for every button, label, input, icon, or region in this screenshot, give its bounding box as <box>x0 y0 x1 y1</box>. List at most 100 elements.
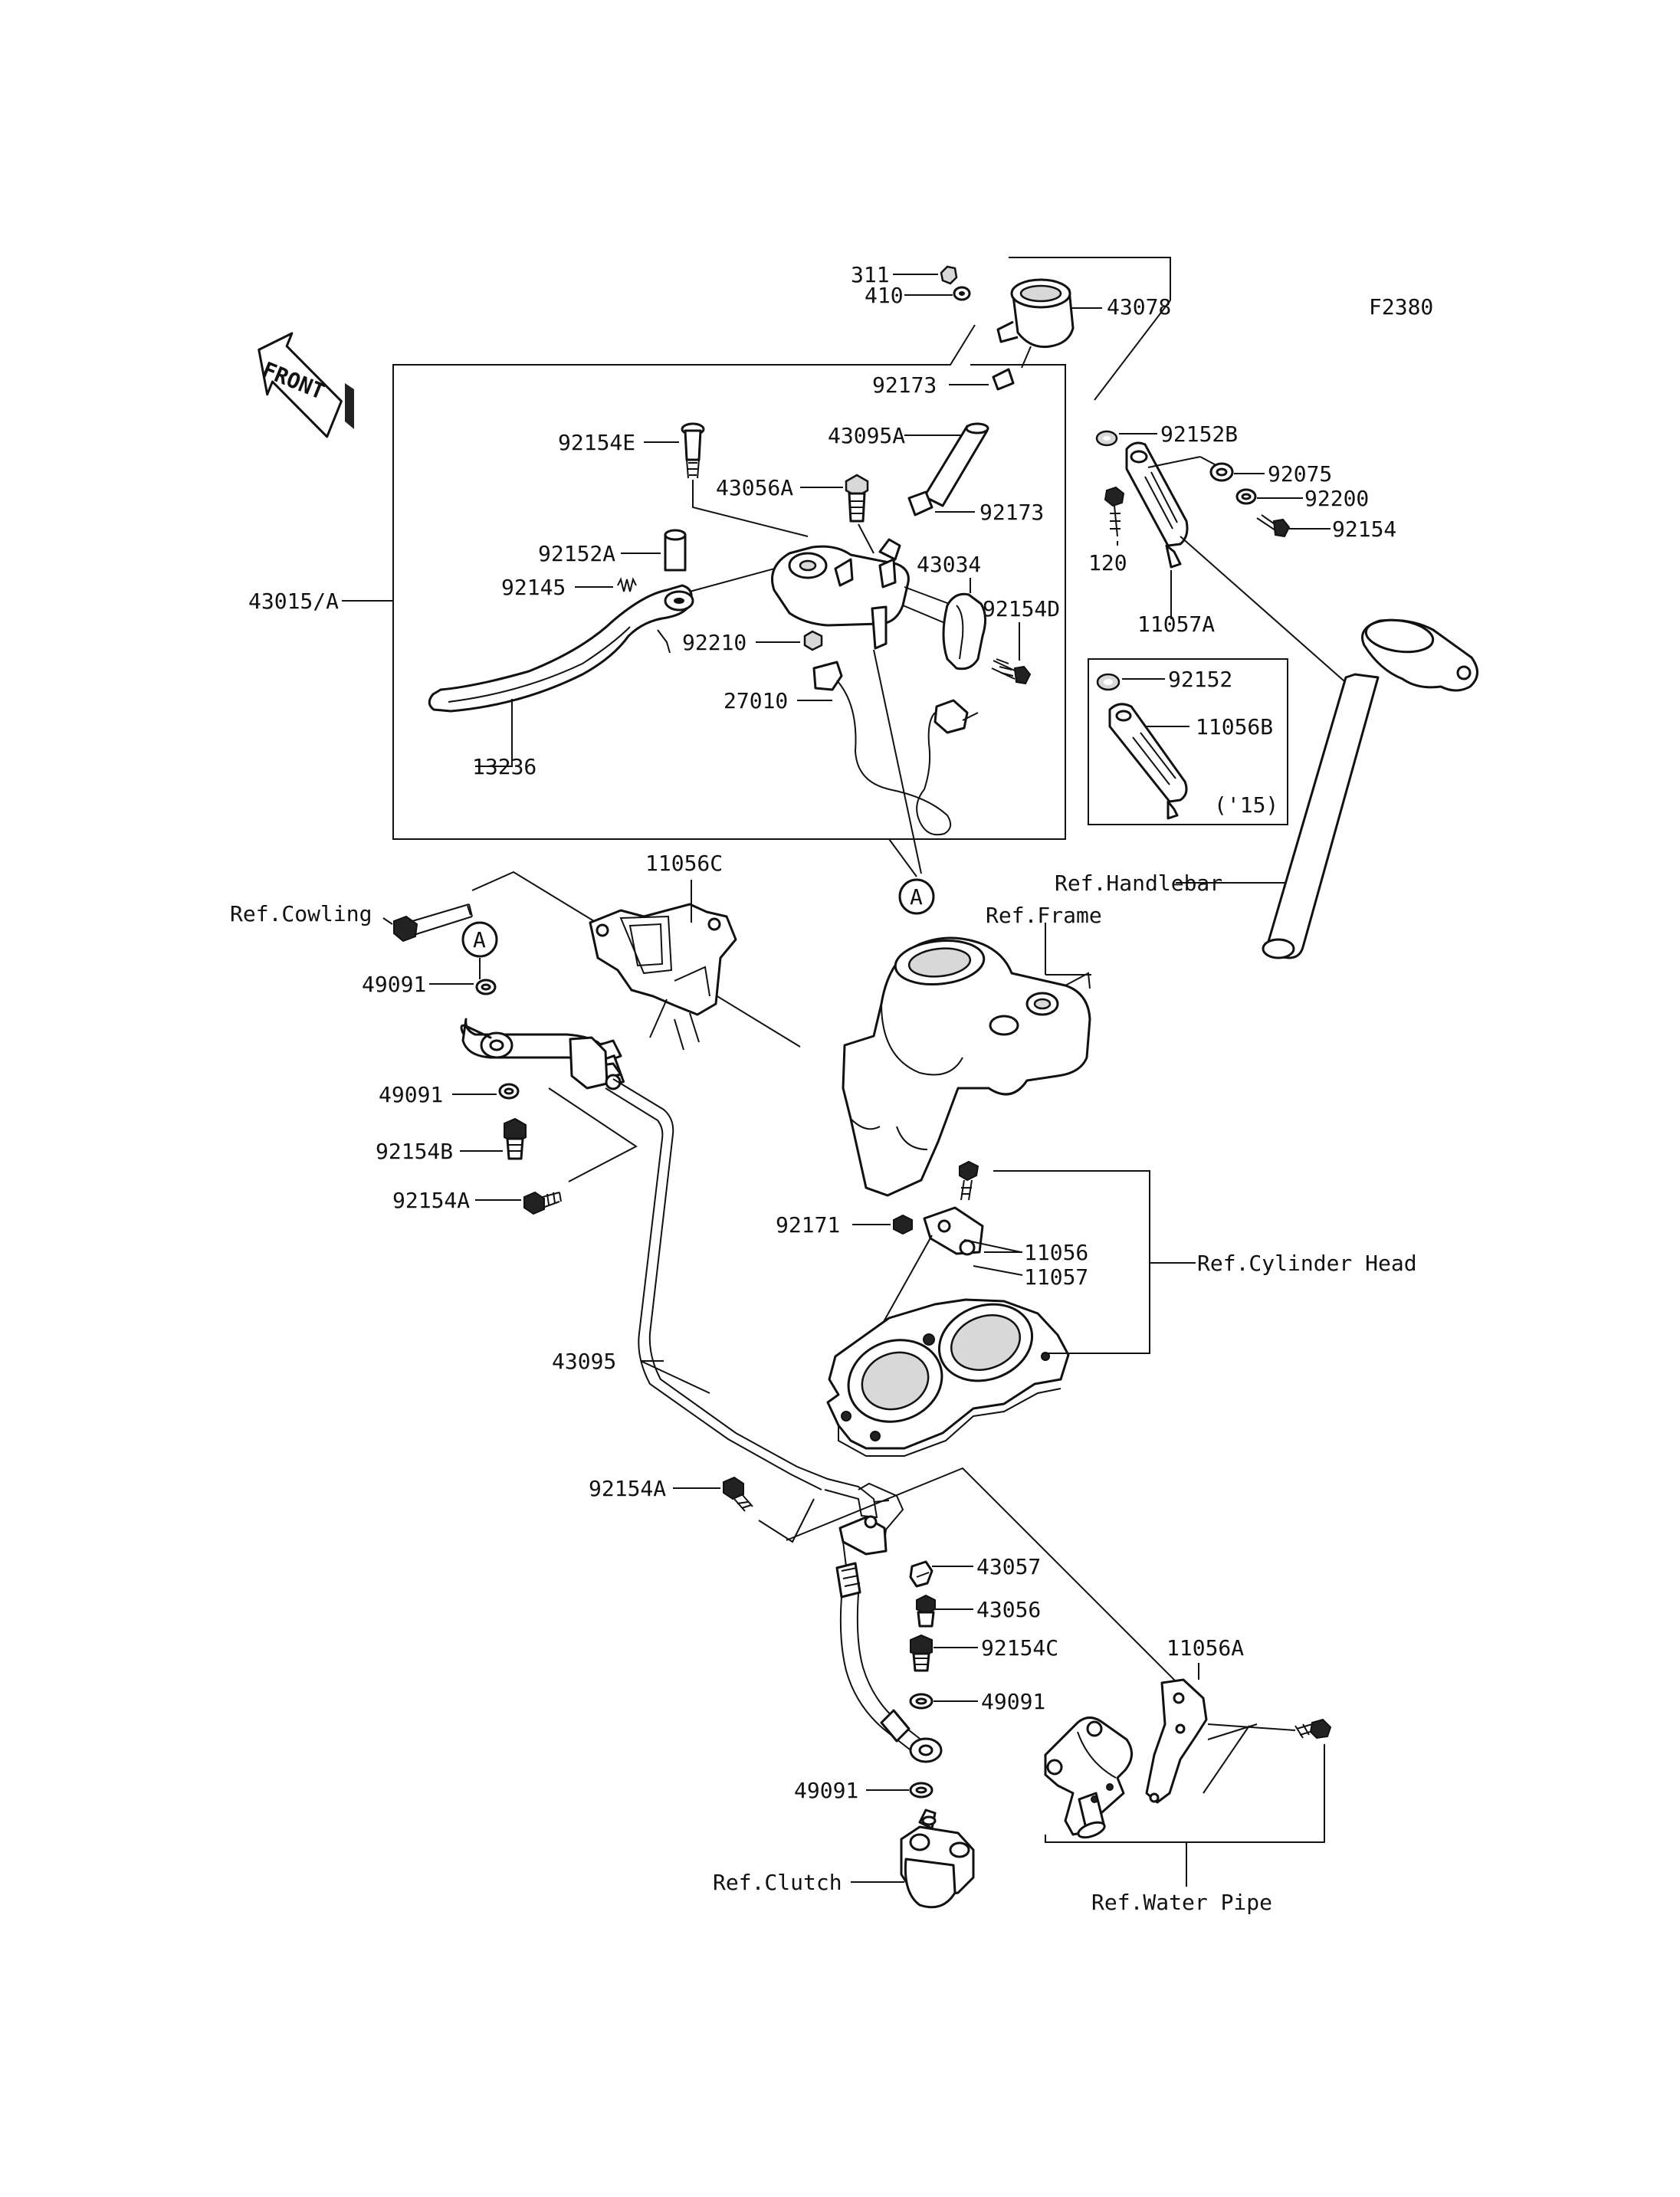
part-label-43078: 43078 <box>1107 294 1171 320</box>
callout-a-upper-label: A <box>910 884 923 910</box>
callout-a-upper: A <box>898 878 935 915</box>
part-label-11057A: 11057A <box>1137 612 1215 637</box>
banjo-bolt-43056A <box>845 474 869 523</box>
part-label-120: 120 <box>1088 550 1127 575</box>
part-label-11056: 11056 <box>1024 1240 1088 1265</box>
part-label-49091-c: 49091 <box>981 1689 1045 1714</box>
part-label-43057: 43057 <box>976 1554 1041 1579</box>
hose-joint-block <box>569 1036 622 1090</box>
bracket-11056B <box>1108 703 1188 820</box>
ref-cylinder-head: Ref.Cylinder Head <box>1197 1251 1417 1276</box>
washer-49091-c <box>909 1693 934 1710</box>
ref-water-pipe: Ref.Water Pipe <box>1091 1890 1272 1915</box>
bolt-92154A-upper <box>523 1191 562 1215</box>
year-note: ('15) <box>1214 792 1278 818</box>
ref-clutch: Ref.Clutch <box>713 1870 842 1895</box>
part-label-49091-d: 49091 <box>794 1778 858 1803</box>
bolt-120 <box>1104 486 1125 537</box>
handlebar <box>1262 618 1478 959</box>
holder-43034 <box>942 592 986 671</box>
nut-92210 <box>803 630 823 651</box>
washer-92075 <box>1209 462 1234 482</box>
spring-92145 <box>617 577 637 592</box>
hose-43095A <box>923 422 989 507</box>
callout-a-lower: A <box>461 921 498 958</box>
part-label-311: 311 <box>851 262 890 287</box>
part-label-92145: 92145 <box>501 575 566 600</box>
part-label-11056C: 11056C <box>645 851 723 876</box>
callout-a-lower-label: A <box>473 927 486 953</box>
part-label-11056A: 11056A <box>1166 1635 1244 1661</box>
cylinder-head <box>826 1298 1070 1457</box>
part-label-410: 410 <box>865 283 904 308</box>
bolt-92154A-lower <box>723 1476 753 1512</box>
part-label-92200: 92200 <box>1304 486 1369 511</box>
part-label-92152A: 92152A <box>538 541 615 566</box>
clutch-hose-lower <box>835 1562 943 1763</box>
diagram-code: F2380 <box>1369 294 1433 320</box>
washer-49091-a <box>475 979 497 995</box>
pivot-bolt-92154E <box>681 422 705 479</box>
water-pipe-housing <box>1044 1717 1133 1839</box>
frame-headstock <box>842 936 1091 1197</box>
part-label-92210: 92210 <box>682 630 746 655</box>
banjo-bolt-92154B <box>504 1117 527 1160</box>
hose-joint-lower <box>838 1515 888 1556</box>
variant-box-2015: 92152 11056B ('15) <box>1088 658 1288 825</box>
front-arrow-icon: FRONT <box>258 332 354 438</box>
bolt-92154 <box>1256 514 1291 538</box>
part-label-92154: 92154 <box>1332 516 1396 542</box>
part-label-13236: 13236 <box>472 754 536 779</box>
part-label-92154A-b: 92154A <box>589 1476 666 1501</box>
washer-92152B <box>1095 430 1118 447</box>
bleeder-43056 <box>916 1594 936 1628</box>
bolt-43057 <box>909 1560 934 1588</box>
reservoir-43078 <box>996 278 1102 349</box>
clutch-lever-13236 <box>428 584 694 713</box>
part-label-43015A: 43015/A <box>248 589 339 614</box>
clamp-92173-upper <box>992 368 1015 391</box>
clutch-slave-cylinder <box>900 1808 975 1909</box>
clamp-92173-lower <box>907 490 934 516</box>
master-cylinder-group-frame <box>392 257 1171 840</box>
clutch-switch-27010 <box>812 661 979 836</box>
bracket-11057A <box>1125 441 1189 569</box>
banjo-bolt-92154C <box>910 1634 933 1672</box>
part-label-92173-a: 92173 <box>872 372 937 398</box>
part-label-92154B: 92154B <box>376 1139 453 1164</box>
part-label-92075: 92075 <box>1268 461 1332 487</box>
washer-92200 <box>1235 488 1257 505</box>
water-pipe-bolt <box>1294 1718 1332 1740</box>
washer-49091-d <box>909 1782 934 1799</box>
part-label-92152B: 92152B <box>1160 421 1238 447</box>
part-label-43034: 43034 <box>917 552 981 577</box>
bracket-11056C <box>589 903 737 1051</box>
bolt-92171-top <box>959 1160 979 1201</box>
master-cylinder-body <box>771 538 954 650</box>
bracket-11056 <box>923 1206 984 1256</box>
part-label-11057: 11057 <box>1024 1264 1088 1290</box>
part-label-43056A: 43056A <box>716 475 793 500</box>
part-label-92154A-a: 92154A <box>392 1188 470 1213</box>
collar-92152A <box>664 529 687 572</box>
part-label-92171: 92171 <box>776 1212 840 1238</box>
part-label-43056: 43056 <box>976 1597 1041 1622</box>
part-label-11056B: 11056B <box>1196 714 1273 739</box>
part-label-27010: 27010 <box>724 688 788 713</box>
part-label-43095: 43095 <box>552 1349 616 1374</box>
washer-92152 <box>1096 673 1121 691</box>
washer-410 <box>953 286 971 301</box>
part-label-43095A: 43095A <box>828 423 905 448</box>
part-label-49091-b: 49091 <box>379 1082 443 1107</box>
part-label-92152: 92152 <box>1168 667 1232 692</box>
part-label-49091-a: 49091 <box>362 972 426 997</box>
cowling-bolt <box>393 903 473 943</box>
ref-frame: Ref.Frame <box>986 903 1102 928</box>
part-label-92154D: 92154D <box>983 596 1060 621</box>
ref-handlebar: Ref.Handlebar <box>1055 871 1222 896</box>
washer-49091-b <box>498 1083 520 1100</box>
part-label-92154E: 92154E <box>558 430 635 455</box>
part-label-92154C: 92154C <box>981 1635 1058 1661</box>
ref-cowling: Ref.Cowling <box>230 901 372 926</box>
